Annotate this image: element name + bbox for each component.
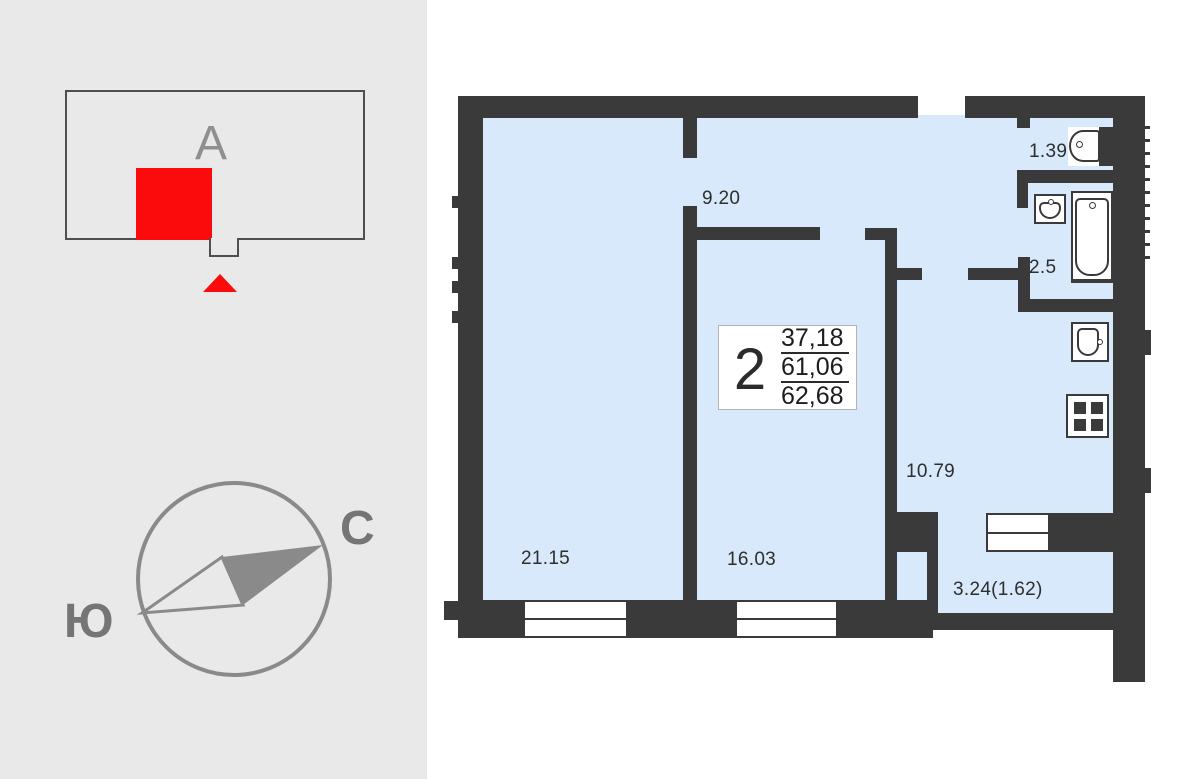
kitchen-sink-icon — [1071, 322, 1109, 362]
wall-tick — [452, 281, 458, 293]
wall — [683, 96, 697, 158]
wall-tick — [452, 257, 458, 269]
toilet-drain — [1076, 141, 1083, 148]
rooms-count: 2 — [733, 336, 767, 402]
wall — [683, 206, 697, 600]
room-label-living: 21.15 — [521, 548, 571, 569]
wall — [1018, 257, 1030, 312]
wall — [897, 268, 922, 280]
room-label-balcony: 3.24(1.62) — [953, 579, 1043, 600]
wall-tick — [452, 311, 458, 323]
compass-icon — [136, 481, 332, 677]
wall — [697, 227, 820, 240]
room-label-toilet: 1.39 — [1029, 141, 1068, 162]
stove-icon — [1066, 394, 1109, 438]
compass-south-label: Ю — [64, 595, 114, 648]
wall — [885, 228, 897, 600]
sink-icon — [1034, 194, 1066, 224]
balcony-side-wall — [927, 552, 938, 613]
wall — [1017, 118, 1030, 128]
living-area-value: 37,18 — [781, 325, 849, 354]
wall — [1018, 299, 1113, 312]
wall — [885, 512, 938, 552]
window — [735, 600, 838, 638]
compass-north-label: С — [340, 502, 375, 555]
window-glass-line — [736, 618, 837, 620]
wall-tick — [452, 196, 458, 208]
area-value: 61,06 — [781, 354, 849, 383]
bathtub-inner — [1075, 198, 1109, 276]
wall-bump — [1143, 468, 1151, 493]
burner — [1074, 419, 1086, 431]
wall-tick — [444, 601, 458, 620]
wall — [968, 268, 1023, 280]
total-area-value: 62,68 — [781, 382, 844, 410]
wall — [1017, 170, 1028, 208]
wall — [965, 96, 1145, 118]
toilet-bowl — [1069, 130, 1100, 162]
window-glass-line — [987, 531, 1049, 534]
bathtub-icon — [1071, 191, 1113, 283]
burner — [1091, 419, 1103, 431]
wall — [1113, 96, 1145, 682]
apartment-summary-box: 2 37,18 61,06 62,68 — [718, 325, 857, 410]
sink-tap — [1097, 339, 1103, 345]
building-section-label: А — [195, 117, 228, 170]
window — [523, 600, 628, 638]
wall — [1018, 170, 1113, 183]
bathtub-drain — [1089, 202, 1096, 209]
room-label-kitchen: 10.79 — [906, 461, 956, 482]
room-label-bedroom: 16.03 — [727, 549, 777, 570]
burner — [1091, 402, 1103, 414]
stair-hatch — [1145, 126, 1150, 269]
wall — [1050, 513, 1113, 552]
sink-basin — [1077, 328, 1099, 356]
sink-tap — [1048, 199, 1054, 205]
entrance-arrow-icon — [203, 274, 237, 292]
room-label-hallway: 9.20 — [702, 188, 741, 209]
building-entrance-notch — [209, 238, 239, 257]
toilet-icon — [1068, 127, 1113, 166]
wall-bump — [1143, 330, 1151, 355]
wall — [458, 96, 483, 638]
window-glass-line — [524, 618, 627, 620]
location-panel: А С Ю — [0, 0, 427, 779]
balcony-window — [986, 513, 1050, 552]
balcony-wall — [920, 613, 1113, 630]
room-label-bathroom: 2.5 — [1029, 257, 1057, 278]
apartment-position-marker — [136, 168, 212, 240]
stove-burners — [1074, 402, 1103, 432]
toilet-tank — [1099, 127, 1113, 166]
area-figures: 37,18 61,06 62,68 — [781, 325, 851, 410]
burner — [1074, 402, 1086, 414]
